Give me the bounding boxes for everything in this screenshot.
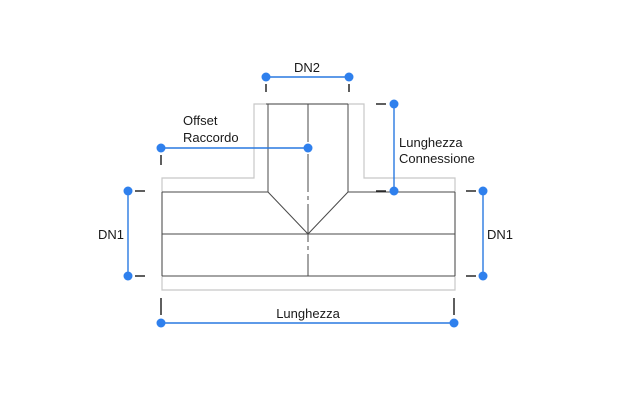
connection-length-dimension: Lunghezza Connessione <box>376 99 475 196</box>
connection-label-line2: Connessione <box>399 151 475 166</box>
dn1-right-handle-bottom[interactable] <box>478 271 488 281</box>
dn1-left-handle-top[interactable] <box>123 186 133 196</box>
connection-handle-bottom[interactable] <box>389 186 399 196</box>
dn1-left-label: DN1 <box>98 227 124 242</box>
length-handle-right[interactable] <box>449 318 459 328</box>
dn2-dimension: DN2 <box>261 60 354 92</box>
dn1-right-label: DN1 <box>487 227 513 242</box>
branch-pipe <box>266 103 349 276</box>
dn1-right-dimension: DN1 <box>466 186 513 281</box>
connection-handle-top[interactable] <box>389 99 399 109</box>
dn2-label: DN2 <box>294 60 320 75</box>
fitting-outline <box>161 103 456 291</box>
dn2-handle-right[interactable] <box>344 72 354 82</box>
dn1-left-handle-bottom[interactable] <box>123 271 133 281</box>
dn1-right-handle-top[interactable] <box>478 186 488 196</box>
offset-handle-center[interactable] <box>303 143 313 153</box>
length-handle-left[interactable] <box>156 318 166 328</box>
offset-label-line1: Offset <box>183 113 218 128</box>
offset-label-line2: Raccordo <box>183 130 239 145</box>
length-label: Lunghezza <box>276 306 340 321</box>
connection-label-line1: Lunghezza <box>399 135 463 150</box>
length-dimension: Lunghezza <box>156 298 459 328</box>
dn2-handle-left[interactable] <box>261 72 271 82</box>
offset-raccordo-dimension: Offset Raccordo <box>156 113 313 165</box>
dn1-left-dimension: DN1 <box>98 186 145 281</box>
offset-handle-left[interactable] <box>156 143 166 153</box>
